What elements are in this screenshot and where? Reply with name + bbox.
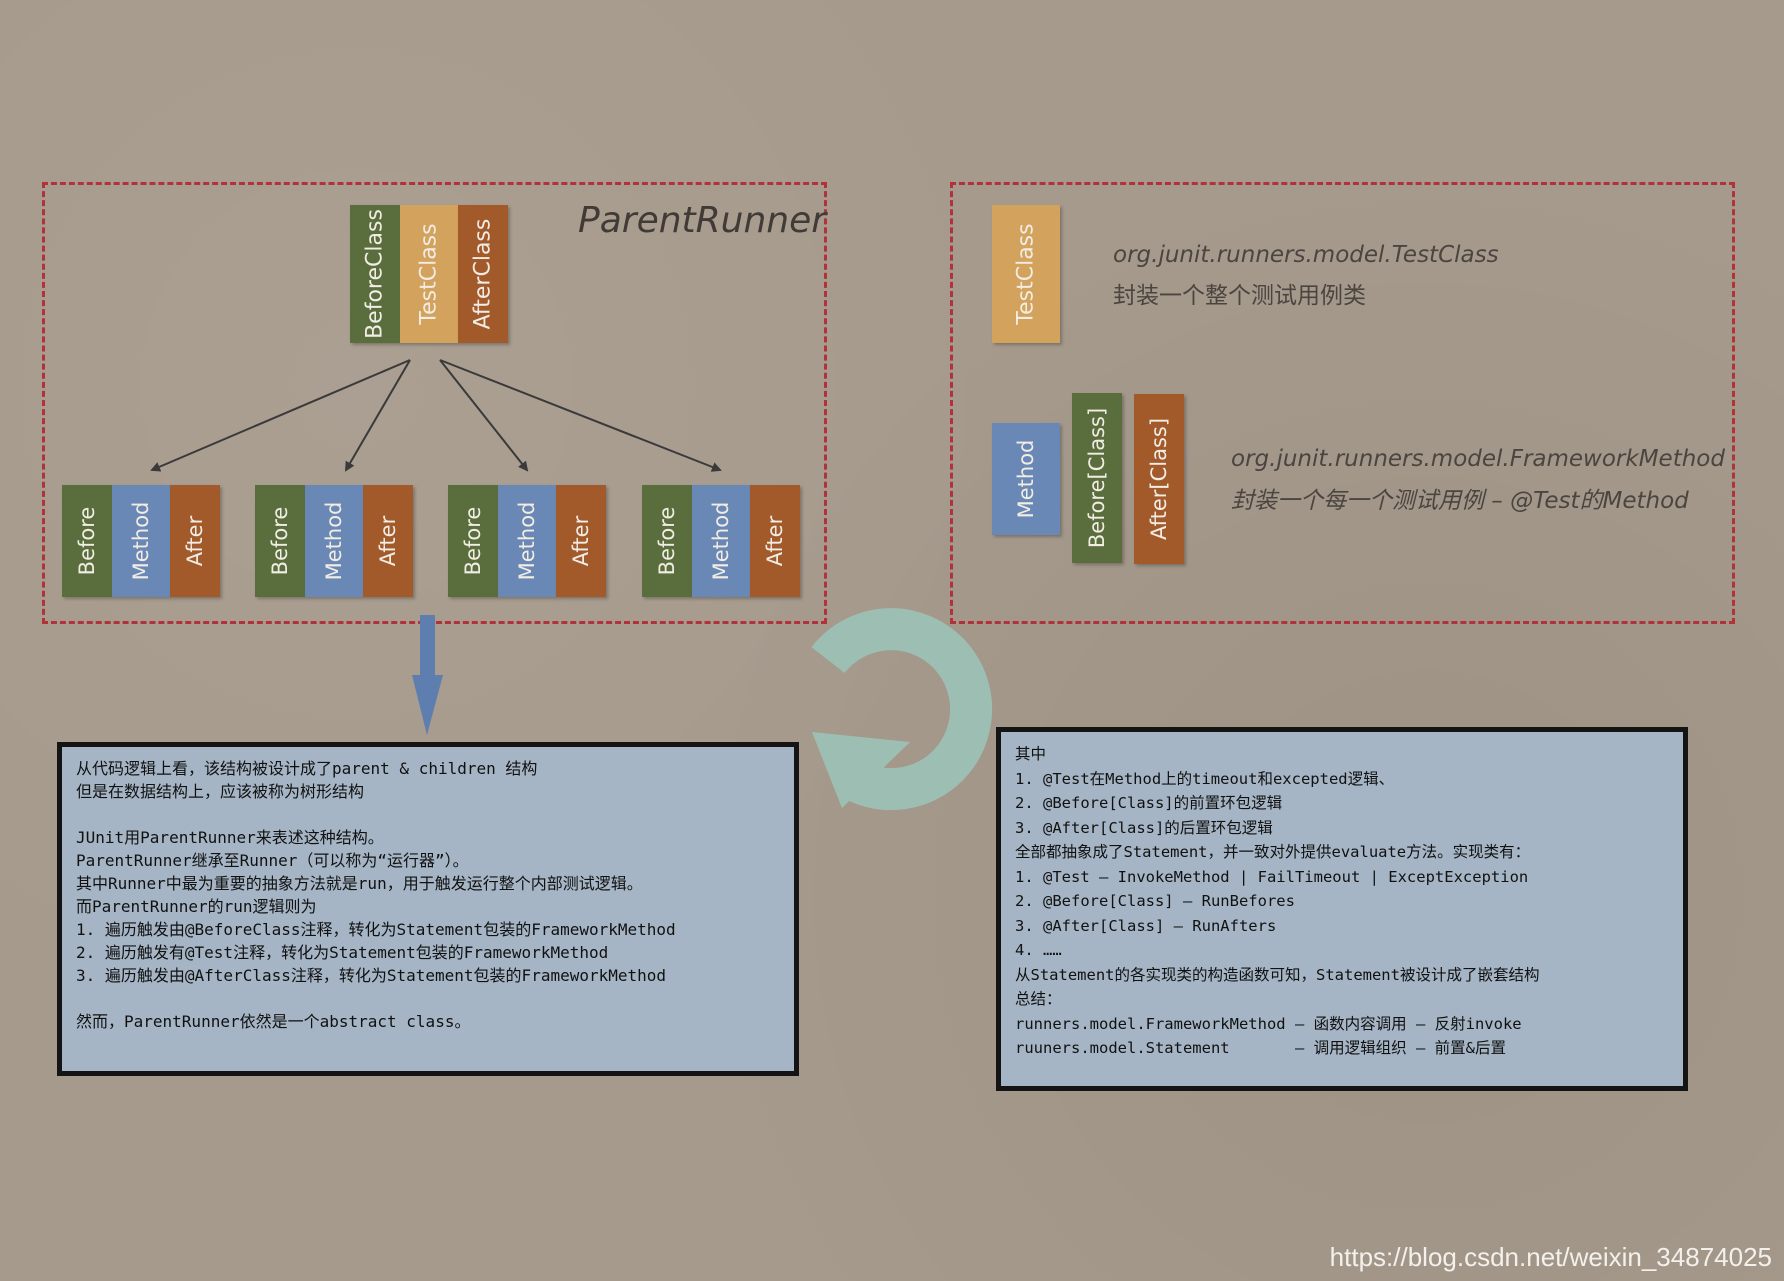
note-line: 3. @After[Class] — RunAfters <box>1015 916 1277 935</box>
testclass-block: TestClass <box>400 205 458 343</box>
child-after-block: After <box>363 485 413 597</box>
note-line: 从代码逻辑上看，该结构被设计成了parent & children 结构 <box>76 759 538 778</box>
note-line: 然而，ParentRunner依然是一个abstract class。 <box>76 1012 471 1031</box>
note-line: 其中Runner中最为重要的抽象方法就是run，用于触发运行整个内部测试逻辑。 <box>76 874 643 893</box>
model-frame <box>950 182 1735 624</box>
after-class-model-block: After[Class] <box>1134 394 1184 564</box>
testclass-caption-class: org.junit.runners.model.TestClass <box>1113 242 1499 268</box>
child-method-block: Method <box>498 485 556 597</box>
child-method-block: Method <box>305 485 363 597</box>
method-model-block: Method <box>992 423 1060 535</box>
note-line: ParentRunner继承至Runner（可以称为“运行器”）。 <box>76 851 469 870</box>
note-line: 其中 <box>1015 745 1047 763</box>
down-arrow-icon <box>412 615 443 735</box>
child-after-block: After <box>170 485 220 597</box>
tree-edge-3 <box>439 359 529 472</box>
note-line: 1. @Test — InvokeMethod | FailTimeout | … <box>1015 867 1529 886</box>
note-line: runners.model.FrameworkMethod — 函数内容调用 —… <box>1015 1014 1522 1033</box>
note-line: JUnit用ParentRunner来表述这种结构。 <box>76 828 384 847</box>
note-line: 总结： <box>1015 990 1062 1008</box>
note-line: 1. @Test在Method上的timeout和excepted逻辑、 <box>1015 769 1395 788</box>
note-line: ruuners.model.Statement — 调用逻辑组织 — 前置&后置 <box>1015 1039 1506 1057</box>
note-line: 2. 遍历触发有@Test注释，转化为Statement包装的Framework… <box>76 943 609 962</box>
beforeclass-block: BeforeClass <box>350 205 400 343</box>
note-line: 从Statement的各实现类的构造函数可知，Statement被设计成了嵌套结… <box>1015 965 1540 984</box>
note-line <box>76 803 780 826</box>
statement-note: 其中 1. @Test在Method上的timeout和excepted逻辑、 … <box>996 727 1688 1091</box>
child-before-block: Before <box>255 485 305 597</box>
note-line: 2. @Before[Class] — RunBefores <box>1015 892 1295 910</box>
note-line: 但是在数据结构上，应该被称为树形结构 <box>76 782 365 801</box>
method-caption-class: org.junit.runners.model.FrameworkMethod <box>1231 446 1725 472</box>
testclass-model-block: TestClass <box>992 205 1060 343</box>
note-line: 而ParentRunner的run逻辑则为 <box>76 897 317 916</box>
tree-edge-1 <box>150 359 411 472</box>
note-line: 1. 遍历触发由@BeforeClass注释，转化为Statement包装的Fr… <box>76 920 676 939</box>
note-line: 4. …… <box>1015 941 1062 959</box>
before-class-model-block: Before[Class] <box>1072 393 1122 563</box>
note-line: 2. @Before[Class]的前置环包逻辑 <box>1015 794 1283 812</box>
tree-edge-4 <box>439 359 722 472</box>
cycle-arrow-icon <box>811 608 993 811</box>
child-method-block: Method <box>692 485 750 597</box>
note-line: 3. 遍历触发由@AfterClass注释，转化为Statement包装的Fra… <box>76 966 667 985</box>
method-caption-desc: 封装一个每一个测试用例 – @Test的Method <box>1231 488 1689 514</box>
child-after-block: After <box>750 485 800 597</box>
tree-edge-2 <box>344 359 411 472</box>
child-after-block: After <box>556 485 606 597</box>
child-method-block: Method <box>112 485 170 597</box>
watermark-url: https://blog.csdn.net/weixin_34874025 <box>1329 1242 1772 1272</box>
child-before-block: Before <box>62 485 112 597</box>
note-line: 全部都抽象成了Statement，并一致对外提供evaluate方法。实现类有： <box>1015 843 1531 861</box>
note-line: 3. @After[Class]的后置环包逻辑 <box>1015 818 1273 837</box>
child-before-block: Before <box>448 485 498 597</box>
note-line <box>76 987 780 1010</box>
afterclass-block: AfterClass <box>458 205 508 343</box>
parent-runner-note: 从代码逻辑上看，该结构被设计成了parent & children 结构 但是在… <box>57 742 799 1076</box>
testclass-caption-desc: 封装一个整个测试用例类 <box>1113 283 1366 309</box>
parent-runner-title: ParentRunner <box>578 200 827 241</box>
child-before-block: Before <box>642 485 692 597</box>
